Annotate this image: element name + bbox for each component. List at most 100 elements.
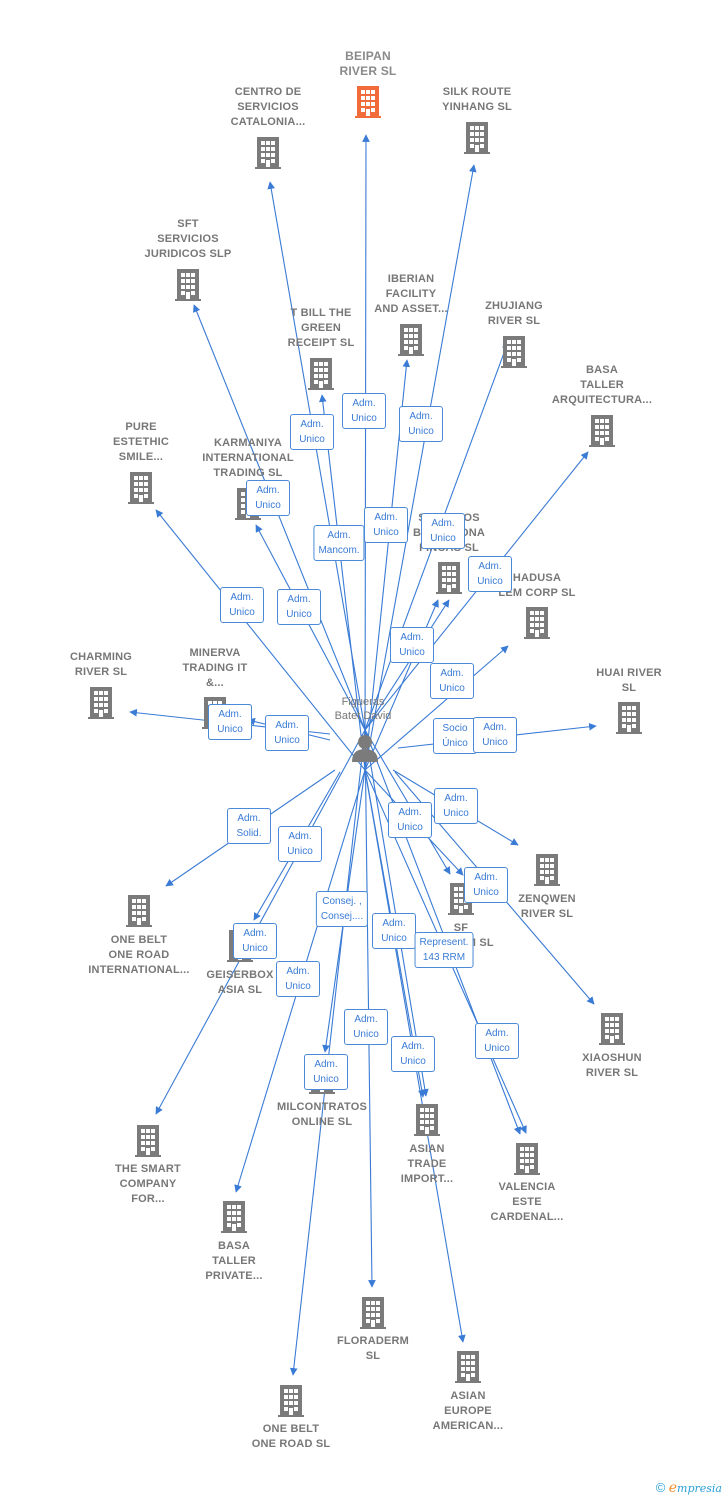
company-label-asian_trade[interactable]: ASIAN TRADE IMPORT... — [400, 1143, 454, 1185]
role-badge[interactable]: Adm. Unico — [246, 480, 290, 516]
company-node-servicios_bcn[interactable] — [436, 562, 462, 594]
building-icon — [436, 562, 462, 594]
edge-silkroute — [364, 164, 477, 771]
role-badge[interactable]: Consej. , Consej.... — [315, 891, 369, 927]
company-label-minerva[interactable]: MINERVA TRADING IT &... — [182, 647, 248, 689]
company-node-pure[interactable] — [128, 472, 154, 504]
company-label-xiaoshun[interactable]: XIAOSHUN RIVER SL — [582, 1052, 642, 1079]
role-badge[interactable]: Adm. Unico — [421, 513, 465, 549]
company-label-karmaniya[interactable]: KARMANIYA INTERNATIONAL TRADING SL — [202, 437, 294, 479]
edge-smart — [155, 729, 366, 1115]
company-node-charming[interactable] — [88, 687, 114, 719]
company-label-zenqwen[interactable]: ZENQWEN RIVER SL — [518, 893, 576, 920]
role-badge[interactable]: Adm. Unico — [290, 414, 334, 450]
role-badge[interactable]: Adm. Unico — [344, 1009, 388, 1045]
company-node-zenqwen[interactable] — [534, 854, 560, 886]
building-icon — [360, 1297, 386, 1329]
company-node-asian_europe[interactable] — [455, 1351, 481, 1383]
role-badge[interactable]: Socio Único — [433, 718, 477, 754]
company-node-sft[interactable] — [175, 269, 201, 301]
company-label-centro[interactable]: CENTRO DE SERVICIOS CATALONIA... — [230, 86, 306, 128]
role-badge[interactable]: Adm. Unico — [364, 507, 408, 543]
role-badge[interactable]: Represent. 143 RRM — [414, 932, 474, 968]
role-badge[interactable]: Adm. Mancom. — [313, 525, 365, 561]
person-name[interactable]: Figueras Batet David — [334, 696, 392, 722]
edge-hadusa — [364, 645, 509, 771]
company-label-tbill[interactable]: T BILL THE GREEN RECEIPT SL — [287, 307, 355, 349]
role-badge[interactable]: Adm. Unico — [388, 802, 432, 838]
role-badge[interactable]: Adm. Unico — [434, 788, 478, 824]
person-node[interactable] — [352, 735, 378, 762]
role-badge[interactable]: Adm. Unico — [233, 923, 277, 959]
company-node-onebelt_int[interactable] — [126, 895, 152, 927]
company-label-sft[interactable]: SFT SERVICIOS JURIDICOS SLP — [144, 218, 232, 260]
company-node-centro[interactable] — [255, 137, 281, 169]
company-node-beipan[interactable] — [355, 86, 381, 118]
company-node-tbill[interactable] — [308, 358, 334, 390]
role-badge[interactable]: Adm. Unico — [278, 826, 322, 862]
company-node-huai[interactable] — [616, 702, 642, 734]
company-label-asian_europe[interactable]: ASIAN EUROPE AMERICAN... — [432, 1390, 504, 1432]
company-label-pure[interactable]: PURE ESTETHIC SMILE... — [113, 421, 169, 463]
role-badge[interactable]: Adm. Unico — [220, 587, 264, 623]
edge-onebelt — [289, 729, 366, 1376]
role-badge[interactable]: Adm. Unico — [265, 715, 309, 751]
role-badge[interactable]: Adm. Unico — [390, 627, 434, 663]
company-node-asian_trade[interactable] — [414, 1104, 440, 1136]
company-node-smart[interactable] — [135, 1125, 161, 1157]
company-label-charming[interactable]: CHARMING RIVER SL — [69, 651, 133, 678]
company-label-hadusa[interactable]: HADUSA LEM CORP SL — [498, 572, 576, 599]
company-node-onebelt[interactable] — [278, 1385, 304, 1417]
brand-name: mpresia — [677, 1482, 722, 1495]
role-badge[interactable]: Adm. Unico — [473, 717, 517, 753]
company-label-iberian[interactable]: IBERIAN FACILITY AND ASSET... — [374, 273, 448, 315]
company-node-valencia[interactable] — [514, 1143, 540, 1175]
company-node-silkroute[interactable] — [464, 122, 490, 154]
edge-sft — [193, 304, 366, 731]
role-badge[interactable]: Adm. Unico — [399, 406, 443, 442]
role-badge[interactable]: Adm. Unico — [342, 393, 386, 429]
company-node-iberian[interactable] — [398, 324, 424, 356]
company-node-zhujiang[interactable] — [501, 336, 527, 368]
building-icon — [255, 137, 281, 169]
company-node-basataller_priv[interactable] — [221, 1201, 247, 1233]
person-icon — [352, 735, 378, 762]
building-icon — [128, 472, 154, 504]
company-label-huai[interactable]: HUAI RIVER SL — [596, 667, 662, 694]
building-icon — [88, 687, 114, 719]
role-badge[interactable]: Adm. Unico — [372, 913, 416, 949]
role-badge[interactable]: Adm. Unico — [277, 589, 321, 625]
company-label-beipan[interactable]: BEIPAN RIVER SL — [339, 49, 397, 78]
building-icon — [524, 607, 550, 639]
company-label-silkroute[interactable]: SILK ROUTE YINHANG SL — [442, 86, 512, 113]
edge-tbill — [318, 394, 366, 771]
company-label-onebelt_int[interactable]: ONE BELT ONE ROAD INTERNATIONAL... — [88, 934, 190, 976]
role-badge[interactable]: Adm. Unico — [464, 867, 508, 903]
building-icon — [398, 324, 424, 356]
role-badge[interactable]: Adm. Unico — [468, 556, 512, 592]
company-node-basataller_arq[interactable] — [589, 415, 615, 447]
company-label-zhujiang[interactable]: ZHUJIANG RIVER SL — [485, 300, 543, 327]
company-label-milcontratos[interactable]: MILCONTRATOS ONLINE SL — [277, 1101, 367, 1128]
role-badge[interactable]: Adm. Unico — [304, 1054, 348, 1090]
role-badge[interactable]: Adm. Solid. — [227, 808, 271, 844]
role-badge[interactable]: Adm. Unico — [430, 663, 474, 699]
company-label-basataller_arq[interactable]: BASA TALLER ARQUITECTURA... — [551, 364, 653, 406]
company-node-hadusa[interactable] — [524, 607, 550, 639]
company-label-valencia[interactable]: VALENCIA ESTE CARDENAL... — [490, 1181, 564, 1223]
company-label-onebelt[interactable]: ONE BELT ONE ROAD SL — [251, 1423, 331, 1450]
company-node-floraderm[interactable] — [360, 1297, 386, 1329]
role-badge[interactable]: Adm. Unico — [276, 961, 320, 997]
building-icon — [221, 1201, 247, 1233]
company-label-floraderm[interactable]: FLORADERM SL — [336, 1335, 410, 1362]
role-badge[interactable]: Adm. Unico — [208, 704, 252, 740]
role-badge[interactable]: Adm. Unico — [475, 1023, 519, 1059]
building-icon — [175, 269, 201, 301]
company-node-xiaoshun[interactable] — [599, 1013, 625, 1045]
company-label-smart[interactable]: THE SMART COMPANY FOR... — [115, 1163, 181, 1205]
company-label-geiserbox[interactable]: GEISERBOX ASIA SL — [206, 969, 274, 996]
company-label-basataller_priv[interactable]: BASA TALLER PRIVATE... — [205, 1240, 263, 1282]
role-badge[interactable]: Adm. Unico — [391, 1036, 435, 1072]
building-icon — [308, 358, 334, 390]
